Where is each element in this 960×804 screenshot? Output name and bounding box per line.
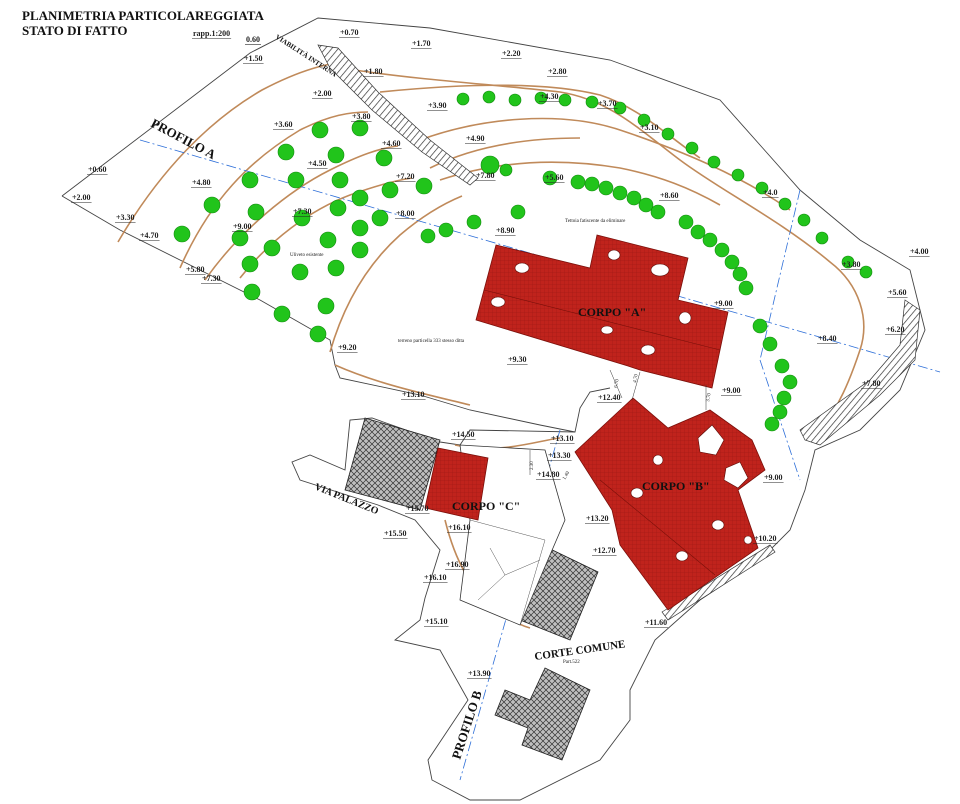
spot-level: +13.10: [402, 390, 425, 399]
spot-level: +3.10: [640, 123, 659, 132]
spot-level: +14.80: [537, 470, 560, 479]
spot-level: +4.80: [192, 178, 211, 187]
spot-level: +15.70: [406, 504, 429, 513]
spot-level: +13.90: [468, 669, 491, 678]
spot-level: +4.70: [140, 231, 159, 240]
spot-level: +8.40: [818, 334, 837, 343]
spot-level: +6.20: [886, 325, 905, 334]
spot-level: +4.50: [308, 159, 327, 168]
title-line-2: STATO DI FATTO: [22, 23, 127, 38]
spot-level: +1.70: [412, 39, 431, 48]
corpo-a-openings: [490, 249, 692, 356]
title-block: PLANIMETRIA PARTICOLAREGGIATA STATO DI F…: [22, 8, 264, 39]
spot-level: +4.60: [382, 139, 401, 148]
spot-level: +2.80: [548, 67, 567, 76]
spot-level: +10.20: [754, 534, 777, 543]
spot-level: +3.80: [352, 112, 371, 121]
spot-level: +9.00: [714, 299, 733, 308]
spot-level: +4.30: [540, 92, 559, 101]
spot-level: +16.10: [424, 573, 447, 582]
spot-level: +9.00: [764, 473, 783, 482]
spot-level: +4.00: [910, 247, 929, 256]
tettoia-label: Tettoia fatiscente da eliminare: [565, 219, 626, 224]
title-line-1: PLANIMETRIA PARTICOLAREGGIATA: [22, 8, 264, 23]
spot-level: +9.30: [508, 355, 527, 364]
corpo-c-label: CORPO "C": [452, 499, 520, 513]
spot-level: +13.10: [551, 434, 574, 443]
spot-level: +7.20: [396, 172, 415, 181]
corpo-b-label: CORPO "B": [642, 479, 710, 493]
corpo-b: [574, 397, 766, 611]
spot-level: +7.30: [202, 274, 221, 283]
spot-level: +1.80: [364, 67, 383, 76]
corte-comune-label: CORTE COMUNE: [534, 638, 626, 663]
corpo-b-openings: [630, 424, 753, 562]
spot-level: +3.70: [598, 99, 617, 108]
spot-level: +2.20: [502, 49, 521, 58]
dim-label: 6.70: [614, 378, 621, 388]
spot-level: +2.00: [72, 193, 91, 202]
spot-level: +3.80: [842, 260, 861, 269]
dim-label: 2.30: [530, 461, 535, 470]
spot-level: +9.20: [338, 343, 357, 352]
spot-level: +4.90: [466, 134, 485, 143]
spot-level: +16.10: [448, 523, 471, 532]
spot-level: +0.60: [88, 165, 107, 174]
terreno-label: terreno particella 333 stesso ditta: [398, 339, 465, 344]
spot-level: +5.80: [186, 265, 205, 274]
dim-label: 4.70: [633, 373, 640, 383]
corpo-a-label: CORPO "A": [578, 305, 646, 319]
spot-level: +13.20: [586, 514, 609, 523]
spot-level: +1.50: [244, 54, 263, 63]
spot-level: +5.60: [888, 288, 907, 297]
spot-level: 0.60: [246, 35, 260, 44]
corpo-a: [475, 234, 729, 389]
spot-level: +3.30: [116, 213, 135, 222]
spot-level: +9.00: [722, 386, 741, 395]
uliveto-label: Uliveto esistente: [290, 253, 324, 258]
spot-level: +12.70: [593, 546, 616, 555]
trees: [173, 90, 873, 432]
spot-level: +15.50: [384, 529, 407, 538]
spot-level: +3.60: [274, 120, 293, 129]
spot-level: +9.00: [233, 222, 252, 231]
spot-level: +7.80: [476, 171, 495, 180]
dim-label: 3.70: [706, 392, 713, 402]
spot-level: +13.30: [548, 451, 571, 460]
spot-levels: 0.60 +0.70 +1.70 +2.20 +2.80 +1.50 +1.80…: [71, 28, 930, 679]
spot-level: +7.30: [293, 207, 312, 216]
profilo-a-label: PROFILO A: [149, 115, 219, 162]
spot-level: +5.60: [545, 173, 564, 182]
part-label: Part.522: [563, 660, 580, 665]
spot-level: +8.60: [660, 191, 679, 200]
spot-level: +11.60: [645, 618, 667, 627]
spot-level: +0.70: [340, 28, 359, 37]
spot-level: +15.10: [425, 617, 448, 626]
spot-level: +3.90: [428, 101, 447, 110]
spot-level: +7.80: [862, 379, 881, 388]
corpo-c: [424, 444, 566, 626]
internal-road: [317, 44, 921, 621]
scale-label: rapp.1:200: [193, 29, 230, 38]
spot-level: +16.90: [446, 560, 469, 569]
spot-level: +2.00: [313, 89, 332, 98]
dimension-lines: 6.70 4.70 3.70 2.30 1.40: [529, 369, 713, 481]
spot-level: +12.40: [598, 393, 621, 402]
profilo-b-label: PROFILO B: [449, 688, 485, 761]
spot-level: +8.90: [496, 226, 515, 235]
spot-level: +4.0: [763, 188, 778, 197]
dim-label: 1.40: [562, 470, 571, 481]
spot-level: +14.50: [452, 430, 475, 439]
spot-level: +8.00: [396, 209, 415, 218]
